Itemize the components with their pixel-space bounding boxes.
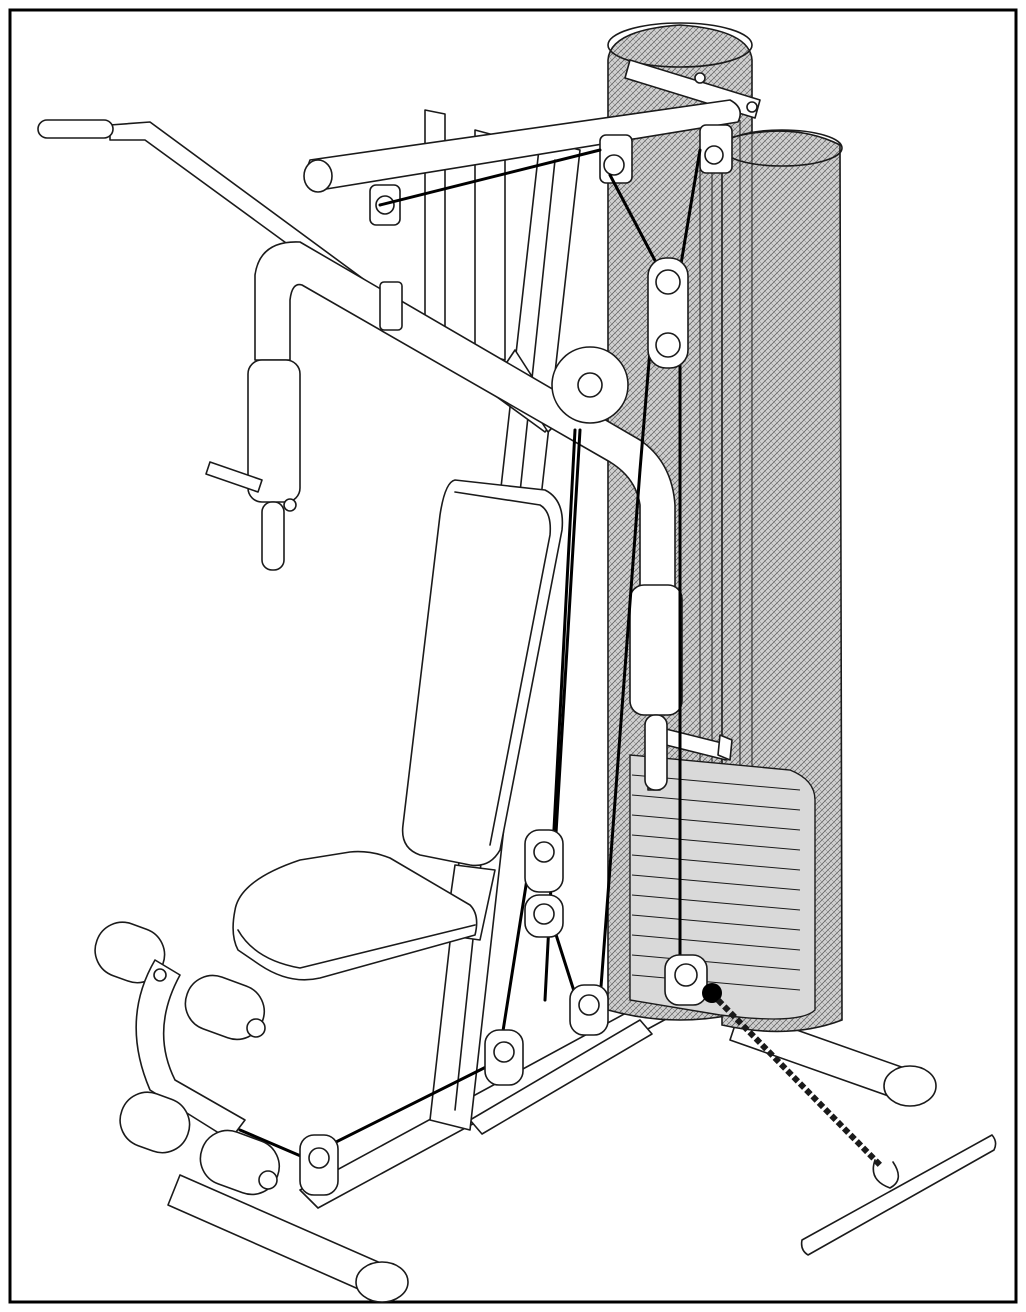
center-pulley-block bbox=[647, 257, 689, 369]
lat-bar-grip bbox=[37, 119, 114, 139]
right-arm-pad bbox=[629, 584, 683, 716]
front-foot-cap bbox=[355, 1261, 409, 1303]
low-row-attachment bbox=[702, 983, 997, 1256]
lower-pulleys bbox=[299, 829, 708, 1196]
low-row-bar bbox=[800, 1134, 997, 1256]
figure-border bbox=[8, 8, 1018, 1304]
back-pad bbox=[401, 479, 564, 867]
top-beam bbox=[303, 99, 741, 226]
leg-extension bbox=[94, 921, 281, 1196]
press-arm bbox=[205, 241, 683, 791]
cable-end-ball bbox=[702, 983, 722, 1003]
seat-pad bbox=[232, 850, 478, 981]
base-frame bbox=[167, 999, 937, 1303]
rear-foot-cap bbox=[883, 1065, 937, 1107]
